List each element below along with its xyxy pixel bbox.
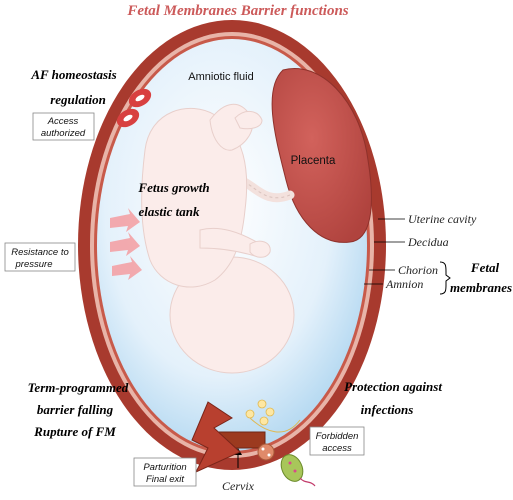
- access-authorized-line2: authorized: [41, 128, 86, 139]
- rupture-fm-label: Rupture of FM: [33, 424, 116, 439]
- diagram-title: Fetal Membranes Barrier functions: [126, 3, 348, 19]
- uterine-cavity-label: Uterine cavity: [408, 212, 477, 226]
- forbidden-line2: access: [322, 443, 352, 454]
- fetus-growth-label: Fetus growth: [137, 180, 209, 195]
- placenta-label: Placenta: [291, 155, 336, 167]
- cervix-label: Cervix: [222, 479, 255, 493]
- parturition-box: [133, 457, 197, 487]
- fetal-membranes-brace: [439, 261, 451, 295]
- resistance-box: [4, 242, 76, 272]
- channel-icon: [116, 88, 152, 128]
- fetal-label: Fetal: [470, 260, 500, 275]
- forbidden-line1: Forbidden: [316, 431, 359, 442]
- barrier-falling-label: barrier falling: [37, 402, 114, 417]
- rupture-bolt-icon: [191, 401, 241, 474]
- access-authorized-box: [32, 112, 95, 141]
- fetus: [141, 103, 295, 374]
- placenta: [271, 68, 372, 243]
- access-authorized-line1: Access: [47, 116, 79, 127]
- amnion-label: Amnion: [385, 277, 423, 291]
- regulation-label: regulation: [50, 92, 106, 107]
- af-homeostasis-label: AF homeostasis: [30, 67, 116, 82]
- forbidden-access-box: [309, 426, 365, 456]
- pathogen-icon: [257, 443, 316, 487]
- antimicrobial-dots: [245, 399, 275, 426]
- chorion-label: Chorion: [398, 263, 438, 277]
- parturition-line2: Final exit: [146, 474, 184, 485]
- decidua-label: Decidua: [407, 235, 449, 249]
- term-programmed-label: Term-programmed: [28, 380, 129, 395]
- membranes-label: membranes: [450, 280, 512, 295]
- protection-label: Protection against: [344, 379, 442, 394]
- resistance-line2: pressure: [15, 259, 53, 270]
- parturition-line1: Parturition: [143, 462, 186, 473]
- amniotic-fluid-label: Amniotic fluid: [188, 71, 253, 83]
- infections-label: infections: [361, 402, 414, 417]
- resistance-line1: Resistance to: [11, 247, 69, 258]
- elastic-tank-label: elastic tank: [138, 204, 200, 219]
- pressure-arrows: [110, 208, 142, 280]
